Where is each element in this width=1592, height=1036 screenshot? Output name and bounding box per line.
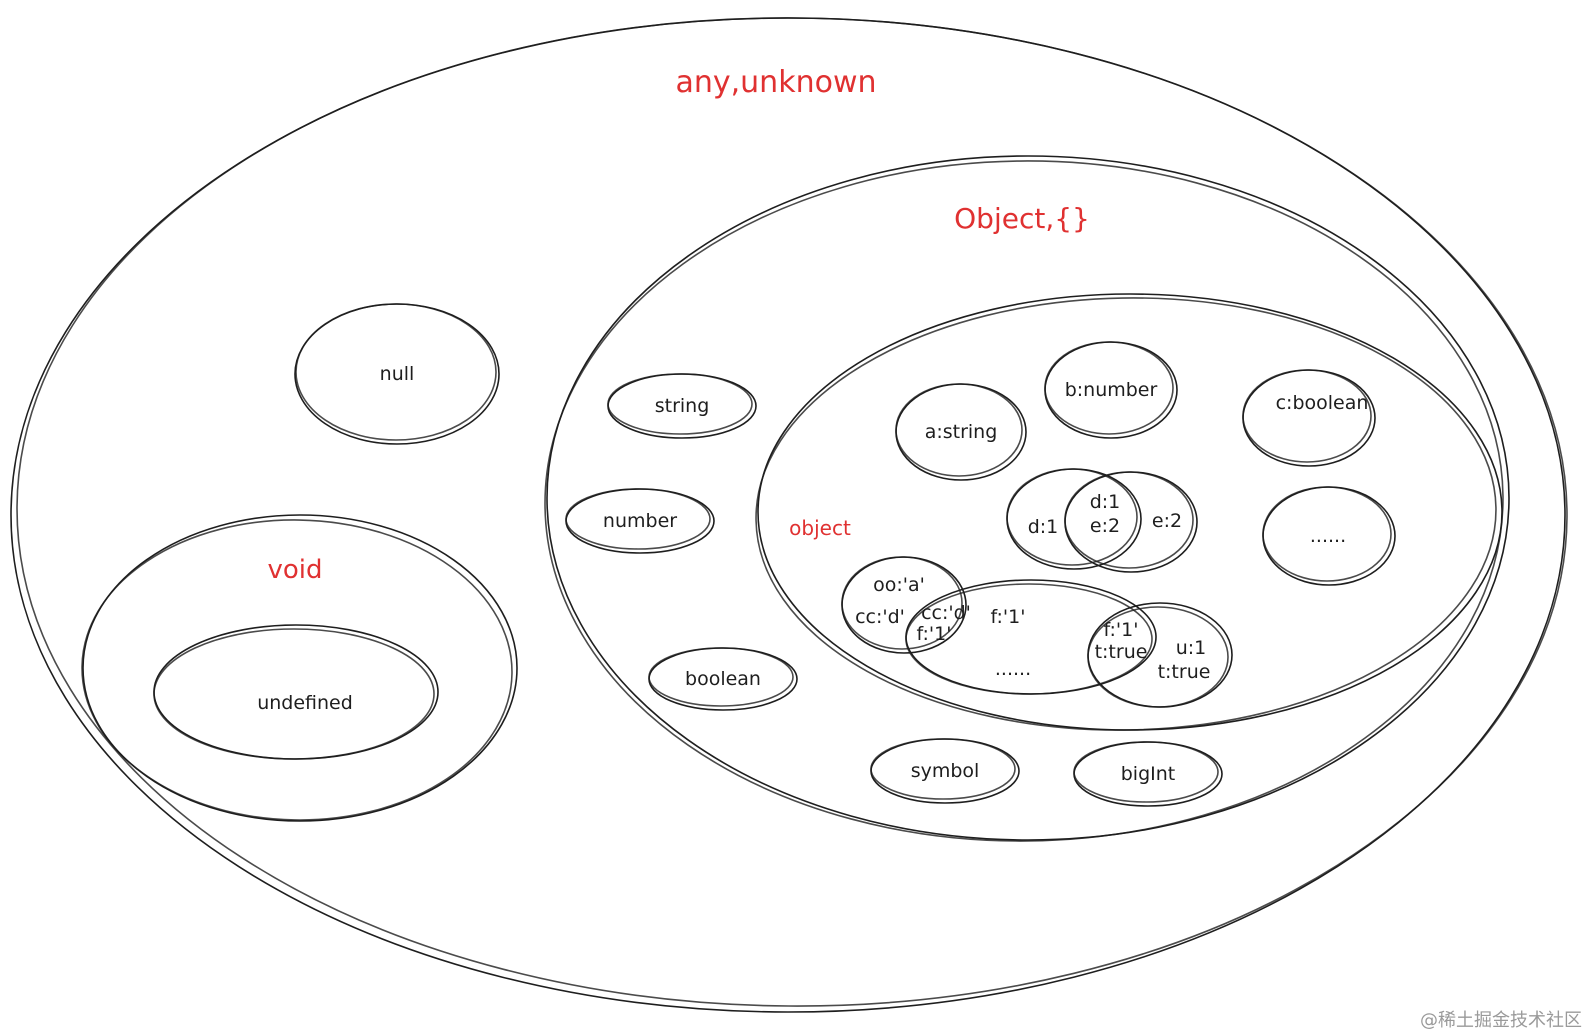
any-unknown-set: any,unknown — [10, 17, 1568, 1013]
watermark: @稀土掘金技术社区 — [1420, 1010, 1582, 1031]
boolean-label: boolean — [685, 668, 761, 690]
object-wrapper-label: Object,{} — [954, 202, 1090, 235]
a-string-label: a:string — [925, 421, 998, 443]
c-boolean-set: c:boolean — [1242, 369, 1376, 467]
ccf-cc-label: cc:'d' — [921, 602, 971, 624]
de-d-label: d:1 — [1090, 491, 1121, 513]
boolean-set: boolean — [648, 647, 798, 711]
de-e-label: e:2 — [1090, 515, 1120, 537]
undefined-set: undefined — [153, 624, 439, 760]
ccf-f-label: f:'1' — [917, 623, 952, 645]
void-label: void — [267, 555, 322, 585]
null-label: null — [380, 363, 415, 385]
object-wrapper-set: Object,{} — [544, 155, 1510, 842]
d1-label: d:1 — [1028, 516, 1059, 538]
ft-t-label: t:true — [1095, 641, 1148, 663]
string-label: string — [655, 395, 710, 417]
symbol-set: symbol — [870, 738, 1020, 804]
null-set: null — [294, 303, 500, 445]
e2-label: e:2 — [1152, 510, 1182, 532]
cc-label: cc:'d' — [855, 606, 905, 628]
more-object-label: ...... — [995, 658, 1031, 680]
b-number-label: b:number — [1065, 379, 1158, 401]
a-string-set: a:string — [895, 383, 1027, 481]
bigint-set: bigInt — [1073, 741, 1223, 807]
c-boolean-label: c:boolean — [1276, 392, 1369, 414]
number-label: number — [603, 510, 677, 532]
more-properties-label: ...... — [1310, 525, 1346, 547]
undefined-label: undefined — [257, 692, 353, 714]
object-set: object — [755, 293, 1503, 731]
string-set: string — [607, 373, 757, 439]
more-properties-set: ...... — [1262, 486, 1396, 586]
b-number-set: b:number — [1044, 341, 1178, 439]
u1-label: u:1 — [1176, 637, 1207, 659]
oo-label: oo:'a' — [873, 574, 925, 596]
nested-intersections: oo:'a' cc:'d' cc:'d' f:'1' f:'1' ...... … — [841, 556, 1233, 708]
ut-label: t:true — [1158, 661, 1211, 683]
symbol-label: symbol — [911, 760, 980, 782]
f1-label: f:'1' — [991, 606, 1026, 628]
void-set: void — [81, 514, 518, 822]
bigint-label: bigInt — [1121, 763, 1176, 785]
any-unknown-label: any,unknown — [675, 65, 876, 100]
object-label: object — [789, 516, 851, 540]
number-set: number — [565, 488, 715, 554]
ft-f-label: f:'1' — [1104, 619, 1139, 641]
d-e-intersection: d:1 d:1 e:2 e:2 — [1006, 468, 1198, 573]
